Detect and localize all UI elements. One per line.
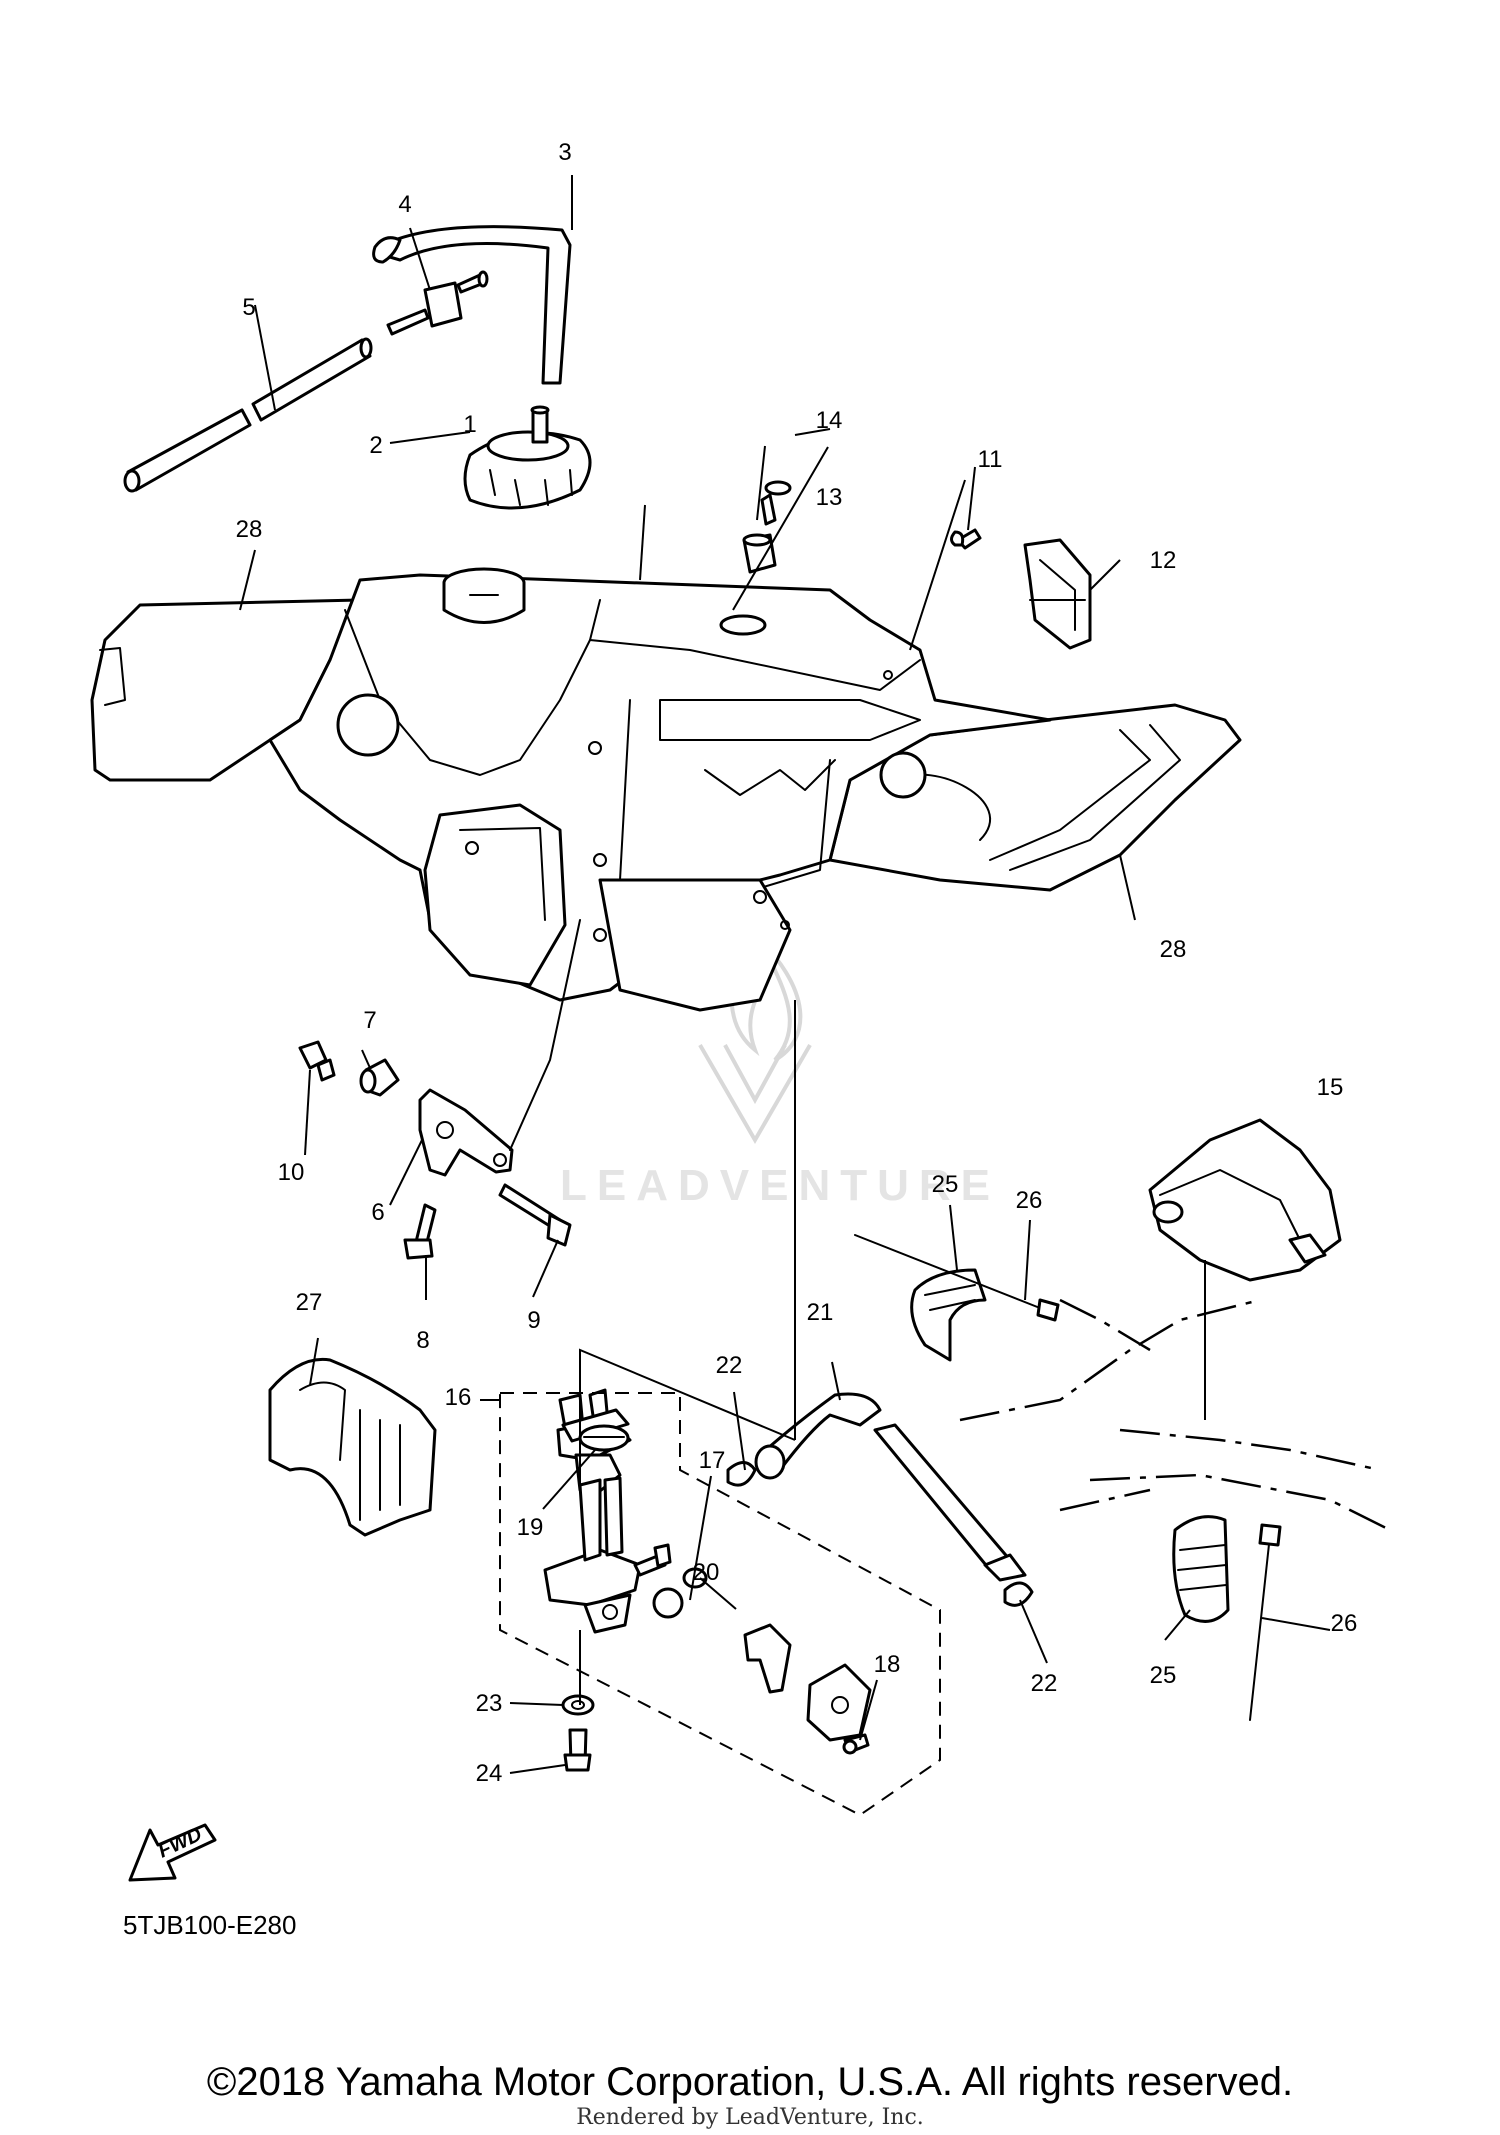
callout-19: 19 (517, 1514, 544, 1541)
callout-16: 16 (445, 1384, 472, 1411)
copyright-notice: ©2018 Yamaha Motor Corporation, U.S.A. A… (206, 2060, 1294, 2104)
plate-part (806, 1663, 872, 1742)
clip-part (1023, 538, 1092, 650)
callout-22-b: 22 (1031, 1670, 1058, 1697)
callout-2: 2 (369, 432, 382, 459)
screen-part (578, 1424, 630, 1452)
callout-26-a: 26 (1016, 1187, 1043, 1214)
callout-7: 7 (363, 1007, 376, 1034)
diagram-code: 5TJB100-E280 (123, 1910, 297, 1940)
protector-part (1172, 1515, 1230, 1623)
protector-part (910, 1268, 987, 1362)
callout-10: 10 (278, 1159, 305, 1186)
gasket-part (561, 1694, 595, 1716)
callout-15: 15 (1317, 1074, 1344, 1101)
callout-17: 17 (699, 1447, 726, 1474)
group-boundary (499, 1392, 941, 1817)
bolt-part (563, 1728, 592, 1772)
bracket-part (418, 1088, 514, 1177)
callout-27: 27 (296, 1289, 323, 1316)
fuel-tank-part (90, 567, 1242, 1012)
watermark-text: LEADVENTURE (560, 1161, 1000, 1210)
screw-part (760, 480, 792, 526)
callout-21: 21 (807, 1299, 834, 1326)
callout-22-a: 22 (716, 1352, 743, 1379)
frame-outline (959, 1298, 1391, 1532)
lever-part (743, 1623, 792, 1694)
callout-3: 3 (558, 139, 571, 166)
callout-11: 11 (978, 446, 1003, 473)
rendered-by-notice: Rendered by LeadVenture, Inc. (576, 2105, 924, 2130)
hose-clip-part (1003, 1581, 1034, 1607)
watermark-logo: LEADVENTURE (560, 926, 1000, 1210)
callout-1: 1 (463, 411, 476, 438)
tank-cap-part (463, 405, 592, 510)
cable-tie-part (1249, 1523, 1282, 1721)
bolt-part (298, 1040, 336, 1082)
callout-23: 23 (476, 1690, 503, 1717)
callout-25-b: 25 (1150, 1662, 1177, 1689)
callout-8: 8 (416, 1327, 429, 1354)
breather-pipe-part (123, 337, 373, 493)
callout-28-b: 28 (1160, 936, 1187, 963)
grommet-part (742, 533, 777, 574)
leader-lines (239, 175, 1331, 1774)
screw-part (842, 1733, 870, 1755)
callout-14: 14 (816, 407, 843, 434)
callout-4: 4 (398, 191, 411, 218)
bolt-part (403, 1203, 437, 1260)
fuel-hose-part (754, 1392, 1027, 1582)
damper-part (359, 1058, 400, 1097)
breather-hose-part (372, 225, 572, 385)
cable-tie-part (854, 1234, 1060, 1322)
callout-26-b: 26 (1331, 1610, 1358, 1637)
callout-25-a: 25 (932, 1171, 959, 1198)
callout-20: 20 (693, 1559, 720, 1586)
callout-24: 24 (476, 1760, 503, 1787)
callouts: 1 2 3 4 5 6 7 8 9 10 11 12 13 14 15 16 1… (236, 139, 1358, 1787)
callout-13: 13 (816, 484, 843, 511)
bolt-part (498, 1183, 572, 1247)
callout-5: 5 (242, 294, 255, 321)
fwd-arrow-icon: FWD (128, 1823, 217, 1882)
callout-9: 9 (527, 1307, 540, 1334)
bracket-assembly-part (1148, 1118, 1342, 1282)
callout-6: 6 (371, 1199, 384, 1226)
callout-18: 18 (874, 1651, 901, 1678)
cup-part (652, 1587, 684, 1619)
screw-part (950, 528, 982, 550)
holder-part (268, 1357, 437, 1537)
fuel-cock-body-part (543, 1476, 672, 1634)
callout-28-a: 28 (236, 516, 263, 543)
check-valve-part (386, 270, 489, 336)
hose-clip-part (726, 1461, 757, 1487)
callout-12: 12 (1150, 547, 1177, 574)
